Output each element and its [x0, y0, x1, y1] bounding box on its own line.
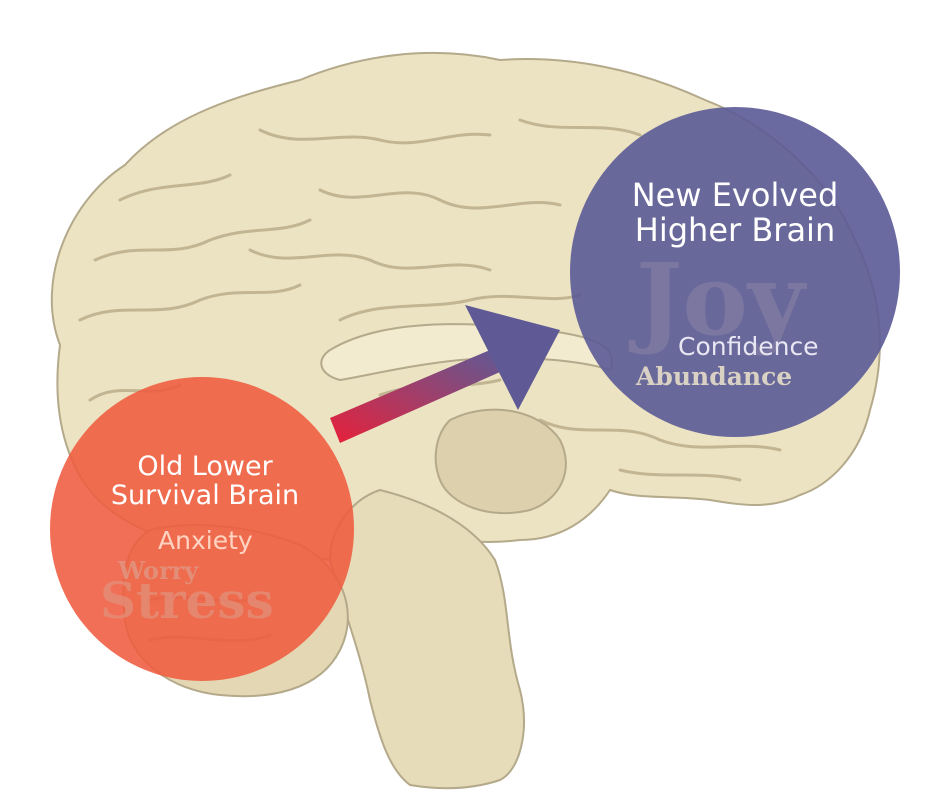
- progression-arrow: [330, 305, 560, 443]
- arrow-shaft: [330, 350, 500, 443]
- lower-word-worry: Worry: [118, 556, 199, 585]
- lower-title-line2: Survival Brain: [110, 480, 300, 512]
- lower-region-title: Old Lower Survival Brain: [70, 452, 340, 510]
- upper-word-joy: Joy: [636, 243, 805, 358]
- thalamus: [434, 408, 567, 515]
- arrow-head: [465, 305, 560, 410]
- upper-word-confidence: Confidence: [678, 332, 819, 361]
- upper-title-line1: New Evolved: [631, 176, 839, 214]
- upper-title-line2: Higher Brain: [634, 210, 836, 249]
- upper-word-abundance: Abundance: [636, 362, 793, 391]
- lower-title-line1: Old Lower: [137, 451, 273, 482]
- lower-word-stress: Stress: [100, 571, 274, 630]
- upper-region-circle: [570, 107, 900, 437]
- upper-region-title: New Evolved Higher Brain: [590, 178, 880, 247]
- lower-region-circle: [50, 377, 354, 681]
- lower-word-anxiety: Anxiety: [158, 526, 253, 555]
